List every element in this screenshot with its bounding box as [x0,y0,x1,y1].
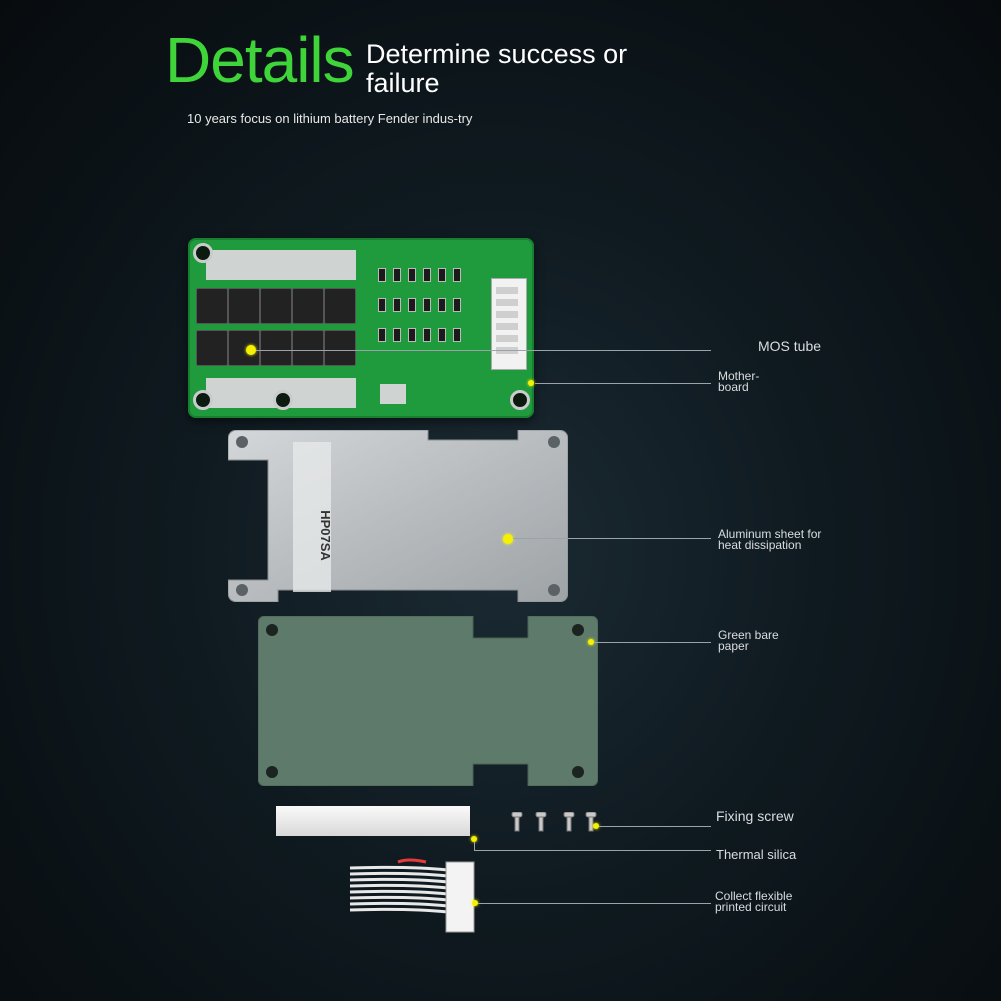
tagline: 10 years focus on lithium battery Fender… [187,111,473,126]
callout-dot [246,345,256,355]
callout-line [478,903,711,904]
callout-line [535,383,711,384]
balance-connector [491,278,527,370]
callout-dot [528,380,534,386]
label-fixing-screw: Fixing screw [716,808,794,824]
thermal-silica-pad-image [276,806,470,836]
aluminum-sheet-image [228,430,568,602]
aluminum-marking: HP07SA [317,510,333,561]
callout-line [474,850,711,851]
callout-dot [503,534,513,544]
label-mos-tube: MOS tube [758,338,822,354]
screw-icon [511,812,597,832]
label-motherboard: Mother-board [718,369,760,394]
callout-dot [471,836,477,842]
label-flex-circuit: Collect flexible printed circuit [715,889,793,914]
callout-dot [472,900,478,906]
label-thermal-silica: Thermal silica [716,847,797,862]
callout-line [594,642,711,643]
callout-dot [593,823,599,829]
page-subtitle: Determine success or failure [366,39,628,98]
callout-line [599,826,711,827]
callout-dot [588,639,594,645]
callout-line [513,538,711,539]
pcb-motherboard-image [188,238,534,418]
callout-line [256,350,711,351]
callout-line [474,842,475,850]
page-title: Details [165,24,355,96]
green-paper-image [258,616,598,786]
flex-cable-image [349,858,475,933]
label-aluminum-sheet: Aluminum sheet for heat dissipation [718,527,822,552]
label-green-paper: Green bare paper [718,628,779,653]
